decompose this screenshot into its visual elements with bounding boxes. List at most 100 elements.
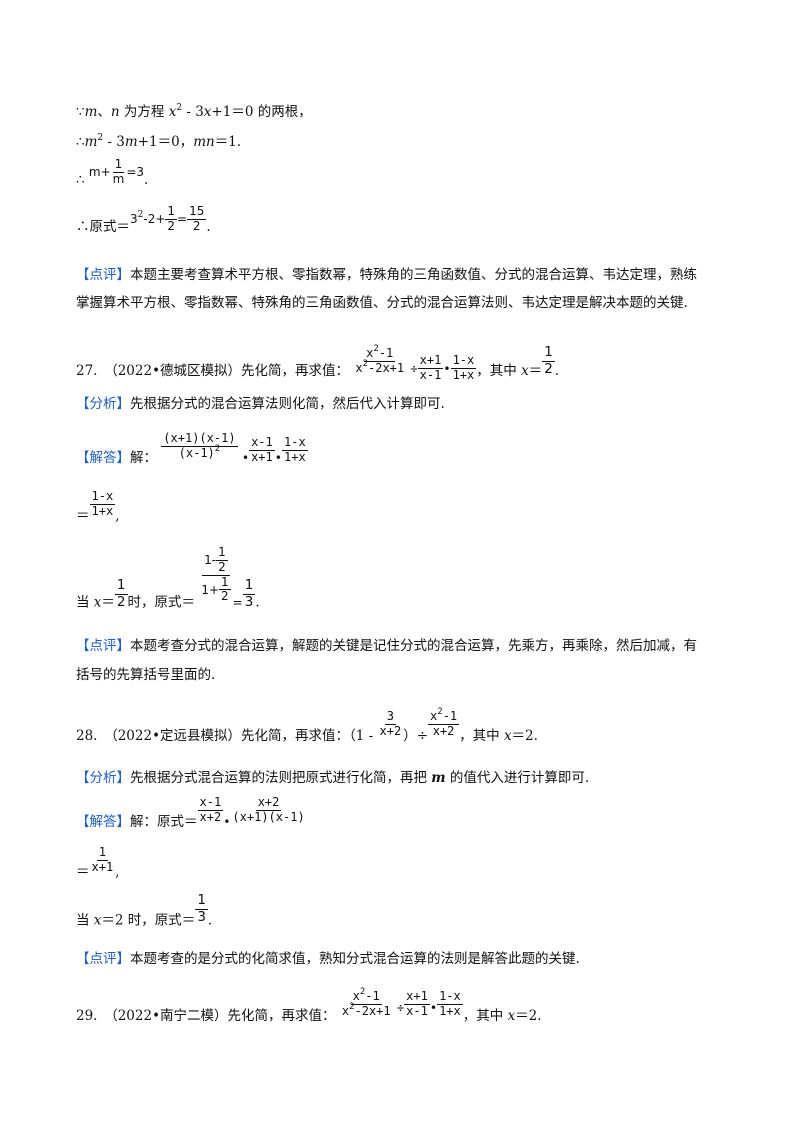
text: .: [206, 218, 211, 235]
comment-text: 掌握算术平方根、零指数幂、特殊角的三角函数值、分式的混合运算法则、韦达定理是解决…: [76, 295, 688, 311]
var-x: x: [93, 912, 102, 929]
comment-26-line1: 【点评】本题主要考查算术平方根、零指数幂，特殊角的三角函数值、分式的混合运算、韦…: [76, 263, 697, 283]
text: - 3: [182, 104, 204, 120]
var-x: x: [503, 727, 512, 744]
text: .: [207, 912, 213, 929]
text: ∴原式＝: [76, 218, 130, 235]
therefore-symbol: ∴: [76, 134, 85, 150]
text: ＝2.: [511, 727, 538, 744]
question-head: 29. （2022•南宁二模）先化简，再求值：: [76, 1007, 336, 1024]
text: ＝1.: [214, 134, 242, 150]
comment-tag: 【点评】: [76, 267, 130, 283]
comment-28: 【点评】本题考查的是分式的化简求值，熟知分式混合运算的法则是解答此题的关键.: [76, 947, 580, 967]
comment-tag: 【点评】: [76, 951, 130, 967]
times-sign: •: [241, 450, 250, 465]
text: =3: [126, 164, 145, 179]
question-head: 28. （2022•定远县模拟）先化简，再求值：（1 -: [76, 727, 378, 744]
text: m+: [88, 164, 111, 179]
var-n: n: [110, 104, 120, 120]
var-m: m: [124, 134, 138, 150]
comment-26-line2: 掌握算术平方根、零指数幂、特殊角的三角函数值、分式的混合运算法则、韦达定理是解决…: [76, 291, 688, 311]
text: +1＝0 的两根，: [211, 104, 312, 120]
text: .: [255, 594, 260, 611]
text: -2+: [143, 211, 166, 226]
text: 为方程: [119, 104, 169, 120]
line-roots: ∵m、n 为方程 x2 - 3x+1＝0 的两根，: [76, 100, 312, 121]
var-x: x: [521, 362, 529, 379]
comment-text: 本题考查分式的混合运算，解题的关键是记住分式的混合运算，先乘方，再乘除，然后加减…: [130, 638, 697, 654]
exponent: 2: [137, 209, 144, 220]
text: 解：: [130, 449, 157, 466]
text: 当: [76, 594, 94, 611]
text: ＝2.: [515, 1007, 542, 1024]
var-mn: mn: [193, 134, 215, 150]
fraction: x+2(x+1)(x-1): [232, 795, 305, 824]
divide-sign: ÷: [410, 361, 418, 376]
analysis-28: 【分析】先根据分式混合运算的法则把原式进行化简，再把 m 的值代入进行计算即可.: [76, 766, 589, 786]
comment-text: 本题主要考查算术平方根、零指数幂，特殊角的三角函数值、分式的混合运算、韦达定理，…: [130, 267, 697, 283]
text: ,: [115, 507, 120, 524]
text: =: [177, 211, 188, 226]
var-x: x: [168, 104, 177, 120]
line-vieta: ∴m2 - 3m+1＝0，mn＝1.: [76, 130, 242, 151]
comment-27-line1: 【点评】本题考查分式的混合运算，解题的关键是记住分式的混合运算，先乘方，再乘除，…: [76, 634, 697, 654]
analysis-text: 先根据分式的混合运算法则化简，然后代入计算即可.: [130, 396, 445, 412]
text: 3: [130, 211, 138, 226]
text: .: [554, 362, 560, 379]
text: ,: [115, 863, 120, 880]
text: ＝: [76, 507, 90, 524]
text: ，其中: [462, 1007, 508, 1024]
comment-tag: 【点评】: [76, 638, 130, 654]
text: 、: [97, 104, 111, 120]
var-m: m: [84, 134, 98, 150]
text: ，其中: [459, 727, 504, 744]
comment-27-line2: 括号的先算括号里面的.: [76, 663, 215, 683]
analysis-text: 先根据分式混合运算的法则把原式进行化简，再把: [130, 770, 432, 786]
therefore-symbol: ∴: [76, 171, 85, 188]
text: 当: [76, 912, 94, 929]
text: ＝2 时，原式＝: [101, 912, 196, 929]
text: - 3: [103, 134, 125, 150]
question-head: 27. （2022•德城区模拟）先化简，再求值：: [76, 362, 350, 379]
times-sign: •: [443, 361, 451, 376]
text: 解：原式＝: [130, 813, 198, 830]
answer-tag: 【解答】: [76, 449, 130, 466]
analysis-27: 【分析】先根据分式的混合运算法则化简，然后代入计算即可.: [76, 392, 445, 412]
times-sign: •: [223, 814, 231, 829]
exponent: 2: [97, 133, 104, 143]
analysis-tag: 【分析】: [76, 770, 130, 786]
text: ＝: [528, 362, 543, 379]
var-m: m: [84, 104, 98, 120]
text: ）÷: [403, 727, 429, 744]
times-sign: •: [429, 1000, 438, 1015]
comment-text: 本题考查的是分式的化简求值，熟知分式混合运算的法则是解答此题的关键.: [130, 951, 580, 967]
answer-tag: 【解答】: [76, 813, 130, 830]
